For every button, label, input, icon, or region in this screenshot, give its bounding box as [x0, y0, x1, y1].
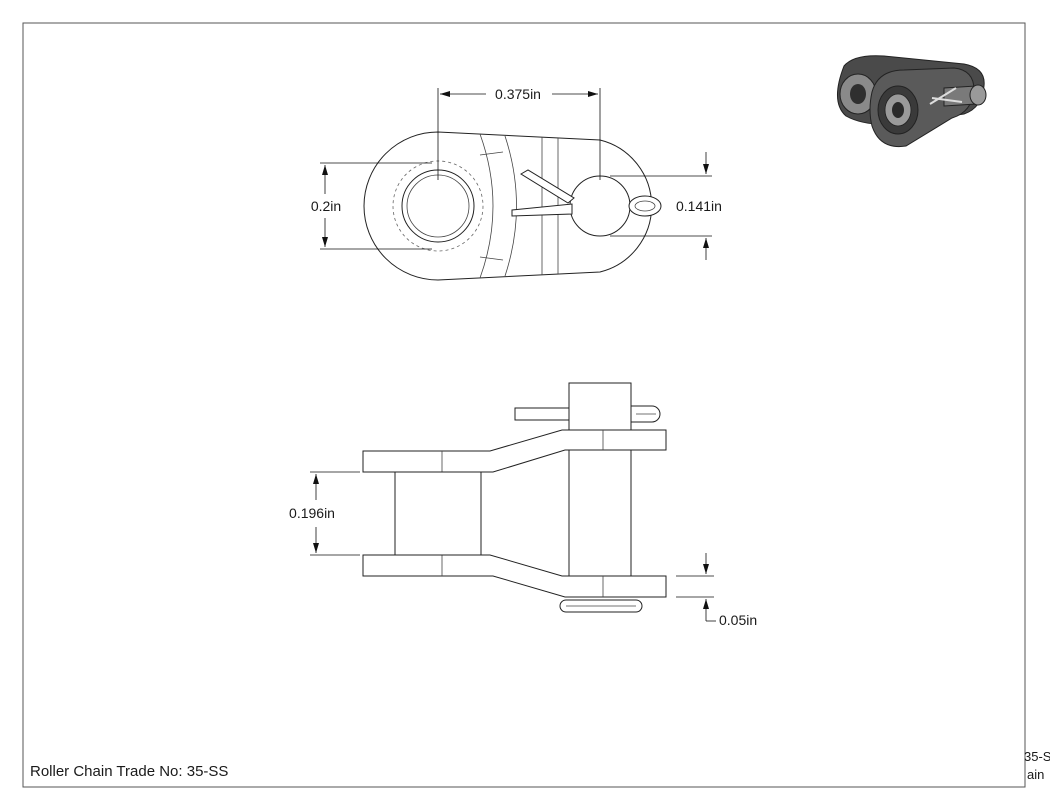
edge-text-line2: ain	[1027, 767, 1044, 782]
pin-head	[568, 382, 632, 432]
dim-thk-label: 0.05in	[719, 612, 757, 628]
lower-offset-plate	[362, 554, 667, 598]
dim-bushing-label: 0.2in	[311, 198, 341, 214]
dim-pitch-label: 0.375in	[495, 86, 541, 102]
arrow-thk-top	[703, 564, 709, 574]
top-view: 0.375in 0.2in 0.141in	[311, 86, 722, 281]
arrow-thk-bottom	[703, 599, 709, 609]
cotter-pin-side	[514, 407, 570, 421]
pin-circle	[569, 175, 631, 237]
arrow-width-bottom	[313, 543, 319, 553]
cotter-pin-eye	[628, 195, 662, 217]
edge-text-line1: 35-S	[1024, 749, 1050, 764]
bushing-outer	[401, 169, 475, 243]
iso-pin-end	[969, 84, 987, 106]
cotter-pin-leg	[520, 169, 575, 204]
dim-pin-label: 0.141in	[676, 198, 722, 214]
iso-cotter-pin	[929, 87, 963, 105]
crescent-tick-1	[479, 151, 504, 156]
arrow-bushing-top	[322, 165, 328, 175]
plate-crescent	[479, 133, 494, 279]
cotter-pin-shaft	[511, 203, 573, 217]
plate-crescent-inner	[504, 135, 517, 277]
iso-front-boss-hole	[892, 102, 904, 118]
dim-width-label: 0.196in	[289, 505, 335, 521]
trade-number-label: Roller Chain Trade No: 35-SS	[30, 763, 228, 780]
cotter-pin-eye-inner	[634, 200, 656, 212]
arrow-width-top	[313, 474, 319, 484]
arrow-bushing-bottom	[322, 237, 328, 247]
arrow-pitch-right	[588, 91, 598, 97]
arrow-pin-bottom	[703, 238, 709, 248]
bushing-side	[394, 471, 482, 556]
arrow-pin-top	[703, 164, 709, 174]
arrow-pitch-left	[440, 91, 450, 97]
crescent-tick-2	[479, 256, 504, 261]
pin-body	[568, 430, 632, 578]
isometric-view	[837, 55, 987, 148]
iso-bushing-hole	[850, 84, 866, 104]
front-view: 0.196in 0.05in	[289, 382, 757, 628]
